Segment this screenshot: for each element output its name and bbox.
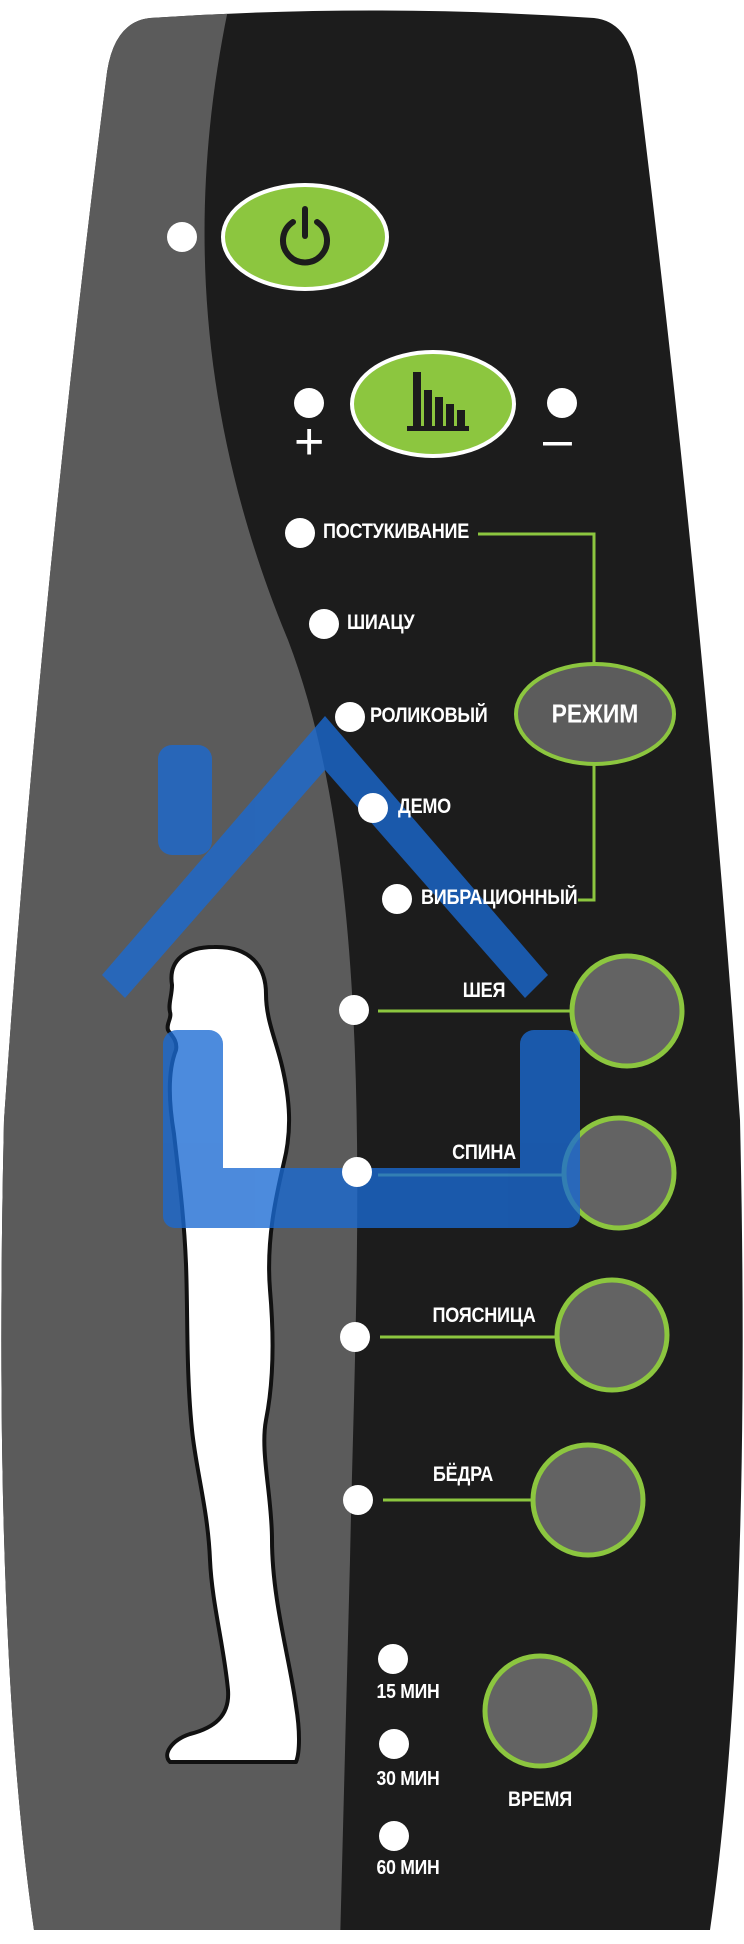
time-button-label: ВРЕМЯ [508, 1788, 572, 1811]
mode-label-demo: ДЕМО [398, 795, 451, 818]
neck-zone-button[interactable] [572, 956, 682, 1066]
power-indicator-led [167, 222, 197, 252]
zone-buttons [482, 953, 685, 1769]
timer-led-15 [378, 1644, 408, 1674]
power-icon [280, 206, 330, 266]
mode-button-label: РЕЖИМ [551, 698, 639, 729]
zone-label-back: СПИНА [452, 1141, 516, 1164]
zone-label-neck: ШЕЯ [462, 979, 506, 1002]
time-button-hit[interactable] [485, 1656, 595, 1766]
mode-label-roller: РОЛИКОВЫЙ [370, 704, 488, 727]
power-button [221, 183, 389, 291]
mode-label-tapping: ПОСТУКИВАНИЕ [323, 520, 470, 543]
zone-led-hips [343, 1485, 373, 1515]
timer-label-30: 30 МИН [376, 1768, 440, 1790]
intensity-minus-label: – [543, 411, 572, 469]
intensity-minus-led [547, 388, 577, 418]
mode-led-shiatsu [309, 609, 339, 639]
timer-led-60 [379, 1821, 409, 1851]
timer-label-60: 60 МИН [376, 1857, 440, 1879]
mode-led-tapping [285, 518, 315, 548]
zone-label-hips: БЁДРА [432, 1463, 494, 1486]
house-watermark-logo [102, 716, 580, 1228]
mode-button [514, 662, 676, 766]
zone-led-neck [339, 995, 369, 1025]
zone-led-lower-back [340, 1322, 370, 1352]
zone-button-lower-back [554, 1277, 670, 1393]
timer-label-15: 15 МИН [376, 1681, 440, 1703]
zone-button-hips [530, 1442, 646, 1558]
intensity-button [350, 350, 516, 458]
mode-button-hit[interactable] [516, 664, 674, 764]
intensity-button-hit[interactable] [352, 352, 514, 456]
intensity-plus-label: + [294, 413, 325, 471]
hips-zone-button[interactable] [533, 1445, 643, 1555]
power-button-hit[interactable] [223, 185, 387, 289]
lower-back-zone-button[interactable] [557, 1280, 667, 1390]
zone-label-lower-back: ПОЯСНИЦА [432, 1304, 536, 1327]
mode-led-vibration [382, 884, 412, 914]
zone-led-back [342, 1157, 372, 1187]
mode-connector-lines [478, 532, 596, 902]
mode-label-vibration: ВИБРАЦИОННЫЙ [421, 886, 578, 909]
time-button [482, 1653, 598, 1769]
timer-led-30 [379, 1729, 409, 1759]
mode-led-demo [358, 793, 388, 823]
zone-button-neck [569, 953, 685, 1069]
bars-intensity-icon [407, 372, 469, 431]
mode-label-shiatsu: ШИАЦУ [347, 611, 415, 634]
back-zone-button[interactable] [564, 1118, 674, 1228]
intensity-plus-led [294, 388, 324, 418]
mode-led-roller [335, 702, 365, 732]
